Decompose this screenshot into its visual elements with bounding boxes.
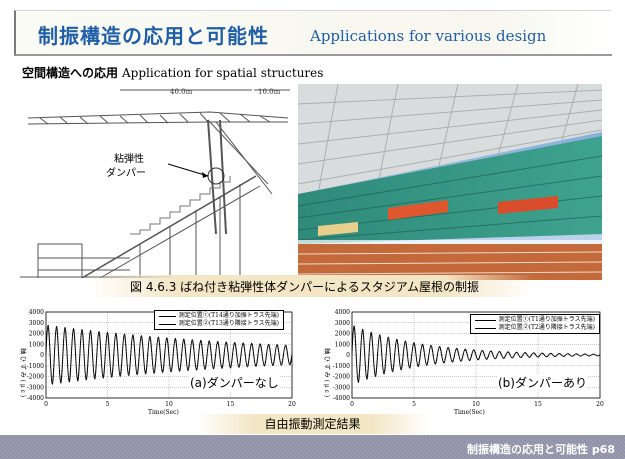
- section-title: 空間構造への応用: [22, 66, 119, 80]
- dimension-right: 10.0m: [258, 88, 281, 96]
- chart-b-ylabel: 軸 ひ ず み ( μ ε ): [323, 348, 331, 397]
- legend-series-1: 測定位置①(T14通り加振トラス先端): [178, 312, 279, 319]
- damper-label-line1: 粘弾性: [114, 152, 144, 165]
- legend-series-2: 測定位置②(T13通り隣接トラス先端): [178, 320, 279, 327]
- x-tick-label: 10: [165, 401, 173, 408]
- x-tick-label: 15: [534, 401, 542, 408]
- title-bar: [14, 10, 612, 56]
- y-tick-label: -4000: [333, 395, 350, 402]
- y-tick-label: 4000: [29, 309, 44, 316]
- x-tick-label: 0: [350, 401, 354, 408]
- x-tick-label: 10: [472, 401, 480, 408]
- y-tick-label: 0: [346, 352, 350, 359]
- x-tick-label: 0: [44, 401, 48, 408]
- chart-b-xlabel: Time(Sec): [454, 409, 485, 416]
- y-tick-label: -3000: [333, 384, 350, 391]
- y-tick-label: -1000: [333, 363, 350, 370]
- legend-item: 測定位置①(T14通り加振トラス先端): [159, 312, 279, 320]
- slide-title: 制振構造の応用と可能性: [38, 24, 269, 48]
- y-tick-label: 3000: [29, 320, 44, 327]
- x-tick-label: 5: [106, 401, 110, 408]
- x-tick-label: 15: [227, 401, 235, 408]
- y-tick-label: 4000: [335, 309, 350, 316]
- y-tick-label: 1000: [29, 341, 44, 348]
- series-line-2: [45, 326, 293, 383]
- figure-caption: 図 4.6.3 ばね付き粘弾性体ダンパーによるスタジアム屋根の制振: [130, 280, 479, 294]
- damper-label-line2: ダンパー: [106, 166, 146, 179]
- y-tick-label: 0: [40, 352, 44, 359]
- y-tick-label: 2000: [335, 331, 350, 338]
- legend-item: 測定位置①(T1通り加振トラス先端): [475, 316, 595, 324]
- series-line-1: [351, 325, 601, 384]
- x-tick-label: 20: [596, 401, 604, 408]
- y-tick-label: -1000: [27, 363, 44, 370]
- legend-item: 測定位置②(T13通り隣接トラス先端): [159, 320, 279, 328]
- y-tick-label: -2000: [333, 374, 350, 381]
- result-caption: 自由振動測定結果: [264, 417, 361, 431]
- x-tick-label: 20: [288, 401, 296, 408]
- y-tick-label: 2000: [29, 331, 44, 338]
- series-line-1: [45, 324, 293, 385]
- result-caption-background: [196, 414, 430, 434]
- y-tick-label: -4000: [27, 395, 44, 402]
- figure-caption-background: [88, 275, 534, 297]
- chart-b-panel-label: (b)ダンパーあり: [498, 374, 587, 391]
- slide-title-english: Applications for various design: [310, 27, 547, 45]
- legend-item: 測定位置②(T2通り隣接トラス先端): [475, 324, 595, 332]
- chart-a-panel-label: (a)ダンパーなし: [190, 374, 279, 391]
- series-line-2: [351, 327, 601, 381]
- legend-series-2: 測定位置②(T2通り隣接トラス先端): [498, 324, 595, 331]
- y-tick-label: 3000: [335, 320, 350, 327]
- chart-a-legend: 測定位置①(T14通り加振トラス先端) 測定位置②(T13通り隣接トラス先端): [154, 310, 284, 330]
- x-tick-label: 5: [412, 401, 416, 408]
- chart-b-legend: 測定位置①(T1通り加振トラス先端) 測定位置②(T2通り隣接トラス先端): [470, 314, 600, 334]
- footer-bar: [0, 435, 625, 459]
- y-tick-label: -3000: [27, 384, 44, 391]
- y-tick-label: -2000: [27, 374, 44, 381]
- section-title-english: Application for spatial structures: [122, 66, 324, 80]
- title-area: 制振構造の応用と可能性 Applications for various des…: [0, 0, 625, 60]
- y-tick-label: 1000: [335, 341, 350, 348]
- chart-a-xlabel: Time(Sec): [148, 409, 179, 416]
- dimension-left: 40.0m: [170, 88, 193, 96]
- footer-text: 制振構造の応用と可能性 p68: [466, 443, 615, 456]
- legend-series-1: 測定位置①(T1通り加振トラス先端): [498, 316, 595, 323]
- stadium-photo: [297, 83, 603, 280]
- chart-a-ylabel: 軸 ひ ず み ( μ ε ): [19, 348, 27, 397]
- stadium-section-drawing: 40.0m 10.0m 粘弾性 ダンパー: [20, 84, 302, 279]
